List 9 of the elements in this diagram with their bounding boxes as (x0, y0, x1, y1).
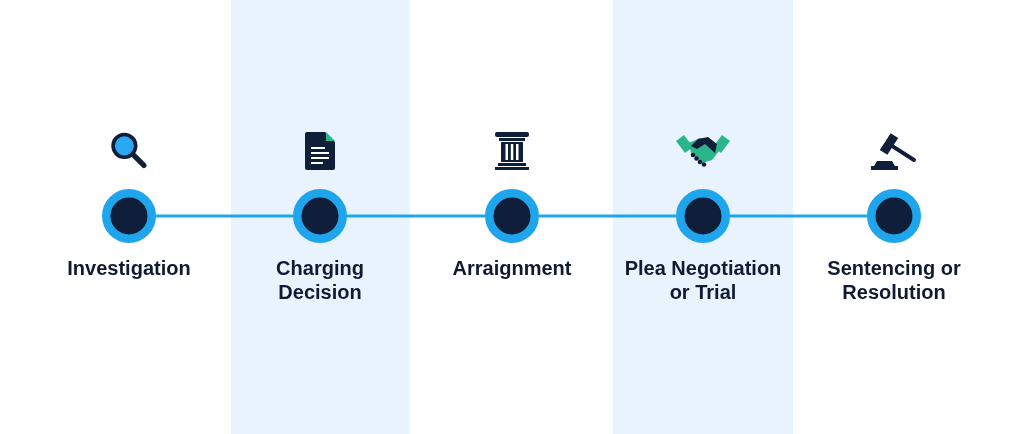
step-label: Sentencing or Resolution (826, 256, 962, 304)
step-label: Plea Negotiation or Trial (624, 256, 782, 304)
connector-line (539, 214, 676, 218)
connector-line (156, 214, 293, 218)
step-label: Investigation (66, 256, 192, 280)
step-label: Arraignment (452, 256, 572, 280)
step-label: Charging Decision (275, 256, 365, 304)
connector-line (347, 214, 485, 218)
connector-line (730, 214, 867, 218)
